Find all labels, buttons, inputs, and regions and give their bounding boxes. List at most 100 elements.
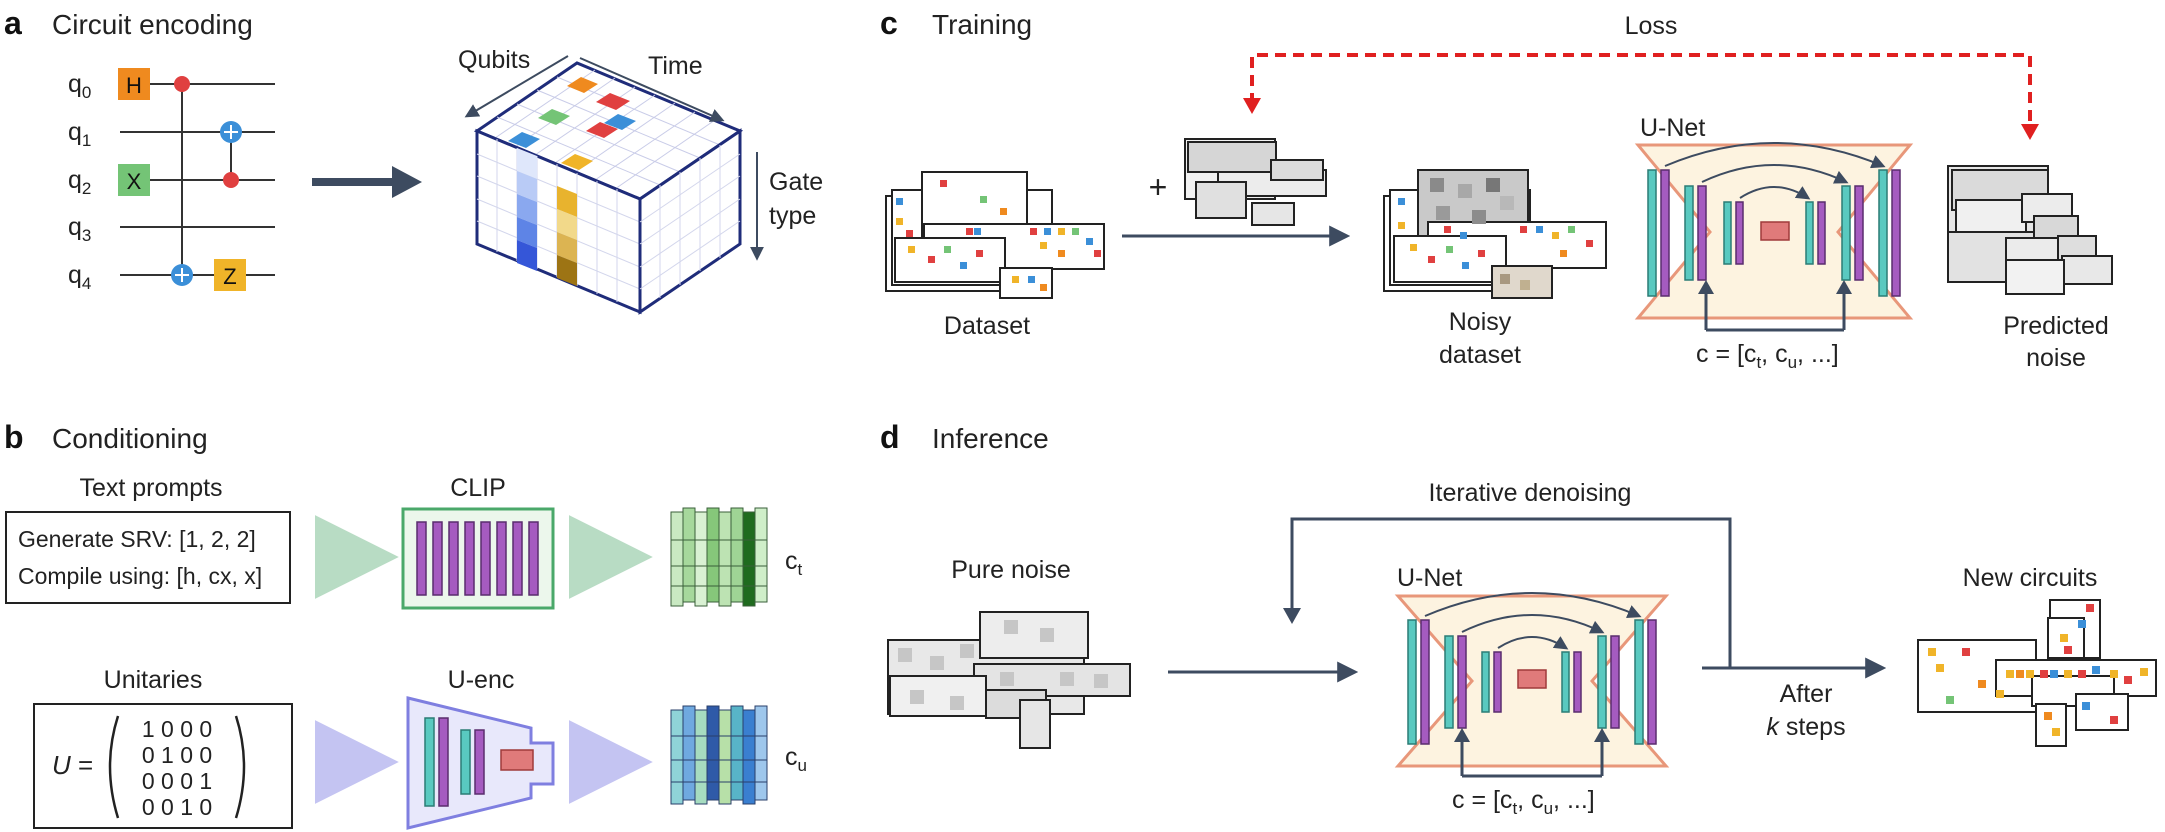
cube-col-yellow-4 <box>557 255 577 286</box>
after-label: After <box>1780 680 1833 708</box>
steps-label: k steps <box>1766 713 1845 741</box>
pure-noise-pixels <box>898 620 1108 710</box>
qubit-label-q1: q1 <box>68 118 91 150</box>
cube-col-yellow-1 <box>557 186 577 217</box>
qubit-label-q4: q4 <box>68 261 91 293</box>
gate-h: H <box>118 68 150 100</box>
matrix-row-4: 0 0 1 0 <box>142 794 212 820</box>
unet-train-label: U-Net <box>1640 114 1705 142</box>
cond-label-infer: c = [ct, cu, ...] <box>1452 786 1595 818</box>
panel-b-letter: b <box>4 419 24 455</box>
loss-label: Loss <box>1625 12 1678 40</box>
cube-col-blue-2 <box>517 171 537 202</box>
qubit-label-q3: q3 <box>68 213 91 245</box>
axis-type-label: type <box>769 202 816 230</box>
axis-time-label: Time <box>648 52 703 80</box>
uenc-bottleneck <box>500 749 534 771</box>
unet-train <box>1634 142 1914 332</box>
gate-x: X <box>118 164 150 196</box>
qubit-sub-2: 2 <box>82 179 91 198</box>
gate-z-box <box>214 259 246 291</box>
steps-text: steps <box>1779 713 1846 741</box>
cube-col-yellow-3 <box>557 232 577 263</box>
cond-train-main: c = [c <box>1696 340 1756 368</box>
cube-tile-red-2 <box>586 122 618 138</box>
new-circuit-pixels <box>1928 604 2148 736</box>
gate-h-box <box>118 68 150 100</box>
cond-label-train: c = [ct, cu, ...] <box>1696 340 1839 372</box>
iterative-label: Iterative denoising <box>1429 479 1632 507</box>
qubit-labels: q0 q1 q2 q3 q4 <box>68 70 91 293</box>
u-equals: = <box>78 750 93 780</box>
gate-x-box <box>118 164 150 196</box>
dataset-label: Dataset <box>944 312 1030 340</box>
uenc-label: U-enc <box>448 666 515 694</box>
matrix-right-paren <box>234 715 246 819</box>
panel-a-letter: a <box>4 5 22 41</box>
panel-c-letter: c <box>880 5 898 41</box>
panel-d: d Inference Iterative denoising Pure noi… <box>880 419 2157 818</box>
cube-tile-red-1 <box>596 93 630 110</box>
target-q1 <box>220 121 242 143</box>
matrix-row-3: 0 0 0 1 <box>142 768 212 794</box>
prompt-line-1: Generate SRV: [1, 2, 2] <box>18 526 256 552</box>
text-prompts-label: Text prompts <box>79 474 222 502</box>
cond-train-sub-u: u <box>1788 353 1797 372</box>
pure-noise-label: Pure noise <box>951 556 1071 584</box>
new-circuits-label: New circuits <box>1963 564 2098 592</box>
panel-d-title: Inference <box>932 423 1049 454</box>
panel-b-title: Conditioning <box>52 423 208 454</box>
cube-right-face <box>638 128 742 315</box>
ct-label: ct <box>785 547 803 579</box>
ct-sub: t <box>798 560 803 579</box>
clip-bars <box>416 521 539 596</box>
cube-col-blue-4 <box>517 217 537 248</box>
qubit-label-q0: q0 <box>68 70 91 102</box>
iterative-loop <box>1290 517 1732 670</box>
gate-z-label: Z <box>223 264 236 289</box>
cube-col-blue-1 <box>517 148 537 179</box>
ct-main: c <box>785 547 798 575</box>
qubit-sub-3: 3 <box>82 226 91 245</box>
axis-qubits-arrow <box>464 55 569 118</box>
qubit-sub-0: 0 <box>82 83 91 102</box>
panel-b: b Conditioning Text prompts Generate SRV… <box>4 419 807 830</box>
gate-h-label: H <box>126 73 142 98</box>
panel-a-title: Circuit encoding <box>52 9 253 40</box>
cu-sub: u <box>798 756 807 775</box>
axis-gate-label: Gate <box>769 168 823 196</box>
uenc-bar-purple-1 <box>438 717 449 807</box>
loss-arrowhead-right <box>2021 124 2039 140</box>
cube-right-grid <box>639 145 741 298</box>
cube-tile-orange-top <box>567 77 598 93</box>
panel-c: c Training Loss <box>880 5 2113 372</box>
cond-train-end: , ...] <box>1797 340 1839 368</box>
uenc-bar-teal-1 <box>424 717 435 807</box>
qubit-label-q2: q2 <box>68 166 91 198</box>
qubit-sub-1: 1 <box>82 131 91 150</box>
uenc-bar-purple-2 <box>474 729 485 795</box>
panel-c-title: Training <box>932 9 1032 40</box>
unitary-box <box>33 703 293 829</box>
cube-tile-green <box>538 109 570 125</box>
gate-z: Z <box>214 259 246 291</box>
loss-arrowhead-left <box>1243 98 1261 114</box>
cu-embedding <box>670 705 768 805</box>
axis-time-arrow <box>579 57 725 122</box>
panel-d-letter: d <box>880 419 900 455</box>
cube-col-blue-3 <box>517 194 537 225</box>
matrix: 1 0 0 0 0 1 0 0 0 0 0 1 0 0 1 0 <box>142 716 212 820</box>
cube-tile-yellow <box>561 154 593 170</box>
cu-main: c <box>785 743 798 771</box>
prompt-line-2: Compile using: [h, cx, x] <box>18 563 262 589</box>
control-dot-q2 <box>223 172 239 188</box>
ct-embedding <box>670 507 768 607</box>
cond-infer-comma: , c <box>1517 786 1543 814</box>
cube-tile-blue-1 <box>604 114 636 130</box>
matrix-row-2: 0 1 0 0 <box>142 742 212 768</box>
pred-label-line2: noise <box>2026 344 2086 372</box>
steps-k: k <box>1766 713 1780 741</box>
gate-x-label: X <box>127 169 142 194</box>
control-dot-q0 <box>174 76 190 92</box>
clip-box <box>401 507 555 610</box>
